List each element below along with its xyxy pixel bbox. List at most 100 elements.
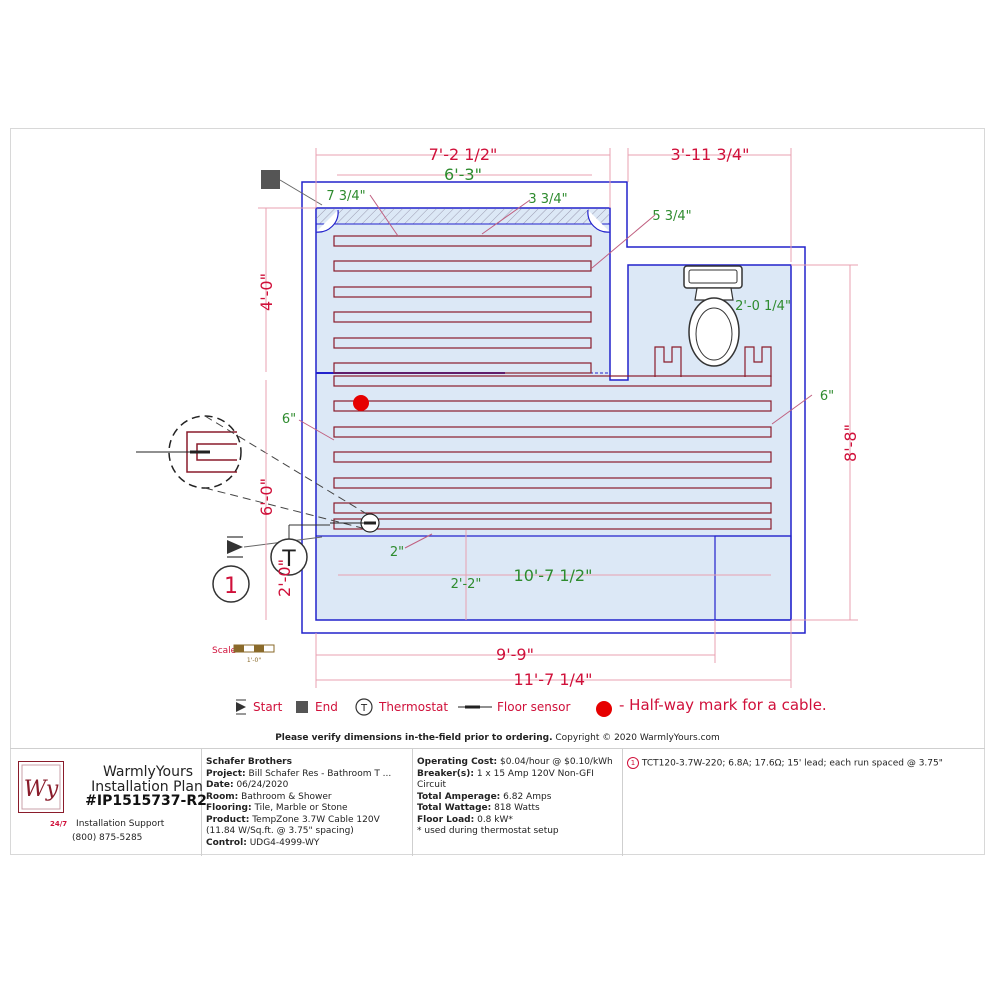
product-label: Product: xyxy=(206,814,250,825)
logo-text: Wy xyxy=(24,777,59,802)
cable-loops-near-toilet xyxy=(654,346,772,377)
offset-o2: 3 3/4" xyxy=(528,192,567,207)
legend-thermostat-icon xyxy=(355,698,373,716)
legend-start-label: Start xyxy=(253,700,283,714)
dim-left-upper: 4'-0" xyxy=(257,273,276,311)
project-column: Schafer Brothers Project: Bill Schafer R… xyxy=(202,749,413,856)
brand-name: WarmlyYours xyxy=(102,764,194,780)
legend-end-icon xyxy=(296,701,308,713)
flooring-label: Flooring: xyxy=(206,803,252,813)
control-label: Control: xyxy=(206,837,247,848)
floor-sensor-detail xyxy=(136,415,380,533)
dim-left-bottom: 2'-0" xyxy=(275,559,294,597)
scale-bar: 1'-0" xyxy=(233,644,275,664)
footnote: * used during thermostat setup xyxy=(417,826,559,836)
scale-value: 1'-0" xyxy=(247,657,261,664)
floor-load-value: 0.8 kW* xyxy=(477,814,513,825)
support-badge-icon: 24/7 xyxy=(50,820,68,828)
installation-support: 24/7 Installation Support xyxy=(50,819,164,831)
support-phone[interactable]: (800) 875-5285 xyxy=(72,833,143,843)
product-value: TempZone 3.7W Cable 120V (11.84 W/Sq.ft.… xyxy=(206,814,380,837)
plan-title: Installation Plan xyxy=(91,779,203,795)
legend-start-icon xyxy=(236,699,246,715)
amperage-value: 6.82 Amps xyxy=(503,791,552,802)
cable-run xyxy=(333,502,772,514)
copyright-text: Copyright © 2020 WarmlyYours.com xyxy=(555,733,720,743)
legend-thermostat-symbol: T xyxy=(360,703,368,714)
legend-end-label: End xyxy=(315,700,338,714)
legend-floor-sensor-label: Floor sensor xyxy=(497,700,571,714)
control-value: UDG4-4999-WY xyxy=(249,837,320,848)
cable-run xyxy=(333,400,772,412)
cable-run xyxy=(333,260,592,272)
offset-o8: 2'-2" xyxy=(451,577,482,592)
cable-run xyxy=(333,451,772,463)
operating-cost-label: Operating Cost: xyxy=(417,757,498,767)
circuit-number-badge: 1 xyxy=(212,565,250,603)
offset-o1: 7 3/4" xyxy=(326,189,365,204)
floor-plan-diagram: T 1 xyxy=(136,145,860,717)
floor-load-label: Floor Load: xyxy=(417,814,475,825)
scale-label: Scale xyxy=(212,646,237,656)
offset-o5: 6" xyxy=(820,389,834,404)
cable-spec-column: 1 TCT120-3.7W-220; 6.8A; 17.6Ω; 15' lead… xyxy=(623,749,985,856)
toilet-fixture xyxy=(683,265,743,367)
cable-spec-text: TCT120-3.7W-220; 6.8A; 17.6Ω; 15' lead; … xyxy=(641,758,943,769)
company-name: Schafer Brothers xyxy=(206,757,292,767)
corner-arc-left xyxy=(315,209,339,233)
thermostat-symbol: T xyxy=(281,547,296,572)
project-value: Bill Schafer Res - Bathroom T ... xyxy=(248,768,392,779)
dim-left-lower: 6'-0" xyxy=(257,478,276,516)
date-label: Date: xyxy=(206,780,234,790)
circuit-number: 1 xyxy=(224,574,238,599)
cable-runs xyxy=(333,235,772,530)
title-block: Wy WarmlyYours Installation Plan #IP1515… xyxy=(10,748,985,856)
date-value: 06/24/2020 xyxy=(236,780,289,790)
halfway-mark xyxy=(353,395,369,411)
floor-area-main xyxy=(315,207,792,621)
cable-run xyxy=(333,518,772,530)
breaker-label: Breaker(s): xyxy=(417,768,474,779)
offset-o4: 2'-0 1/4" xyxy=(735,299,791,314)
electrical-column: Operating Cost: $0.04/hour @ $0.10/kWh B… xyxy=(413,749,623,856)
operating-cost-value: $0.04/hour @ $0.10/kWh xyxy=(500,757,613,767)
dim-bottom-inner: 9'-9" xyxy=(496,645,534,664)
cable-run xyxy=(333,362,592,374)
cable-run xyxy=(333,426,772,438)
room-value: Bathroom & Shower xyxy=(241,791,332,802)
cable-run xyxy=(333,286,592,298)
end-marker-leader xyxy=(279,179,323,206)
dim-bottom-overall: 11'-7 1/4" xyxy=(514,670,593,689)
offset-o6: 6" xyxy=(282,412,296,427)
corner-arc-right xyxy=(587,209,611,233)
legend-thermostat-label: Thermostat xyxy=(378,700,448,714)
brand-column: Wy WarmlyYours Installation Plan #IP1515… xyxy=(10,749,207,856)
shower-area xyxy=(714,535,792,621)
legend-halfway-icon xyxy=(596,701,612,717)
wattage-value: 818 Watts xyxy=(494,803,540,813)
dim-overall-top: 7'-2 1/2" xyxy=(429,145,498,164)
cable-run xyxy=(333,477,772,489)
cable-run xyxy=(333,375,772,387)
amperage-label: Total Amperage: xyxy=(417,791,501,802)
dim-right-side: 8'-8" xyxy=(841,424,860,462)
wattage-label: Total Wattage: xyxy=(417,803,492,813)
cable-run xyxy=(333,311,592,323)
dim-cable-run: 10'-7 1/2" xyxy=(514,566,593,585)
verify-text: Please verify dimensions in-the-field pr… xyxy=(275,733,553,743)
project-label: Project: xyxy=(206,768,246,779)
plan-number: #IP1515737-R2 xyxy=(85,793,207,809)
legend: Start End T Thermostat Floor sensor - Ha… xyxy=(236,696,827,717)
start-marker-icon xyxy=(227,536,243,558)
dim-right-top: 3'-11 3/4" xyxy=(671,145,750,164)
cable-run xyxy=(333,337,592,349)
offset-o7: 2" xyxy=(390,545,404,560)
hatched-strip xyxy=(315,207,611,225)
cable-circuit-badge: 1 xyxy=(627,757,639,769)
warmlyyours-logo-icon: Wy xyxy=(18,761,64,813)
verify-note: Please verify dimensions in-the-field pr… xyxy=(10,733,985,743)
offset-leaders xyxy=(298,194,813,549)
support-label: Installation Support xyxy=(76,819,165,829)
flooring-value: Tile, Marble or Stone xyxy=(254,803,348,813)
breaker-value: 1 x 15 Amp 120V Non-GFI Circuit xyxy=(417,768,594,791)
